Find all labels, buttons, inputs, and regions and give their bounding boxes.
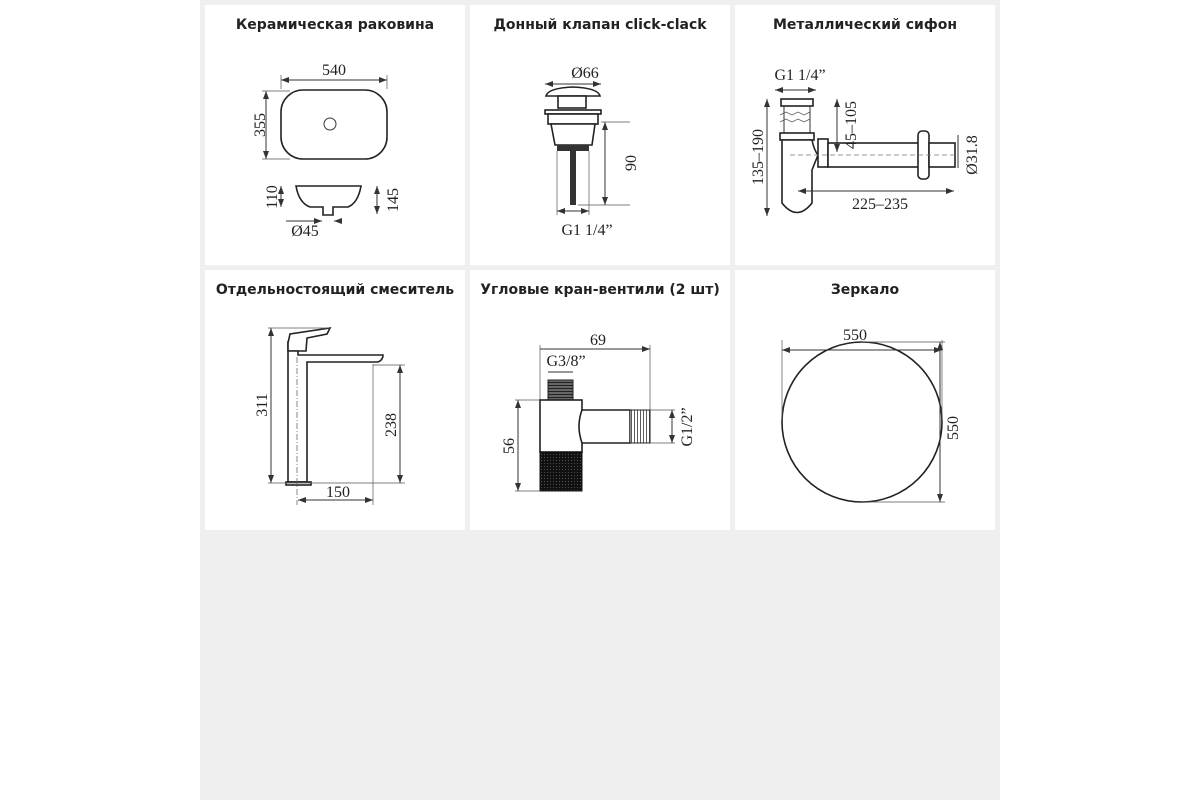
dim-reach: 150 (326, 484, 350, 501)
valve-drawing: Ø66 90 G1 1/4” (544, 65, 640, 239)
card-mirror: Зеркало 550 550 (735, 270, 995, 530)
outlet-thread (629, 409, 651, 444)
dim-height: 135–190 (750, 129, 767, 185)
mirror-circle (781, 341, 943, 503)
dim-pipe: Ø31.8 (964, 135, 981, 175)
sink-drawing: 540 355 110 145 Ø45 (252, 62, 402, 240)
sink-side-view (295, 185, 362, 216)
dim-width: 550 (843, 327, 867, 344)
siphon-drawing: G1 1/4” 135–190 45–105 Ø31.8 225–235 (750, 67, 981, 216)
dim-height: 90 (623, 155, 640, 171)
dim-height: 550 (945, 416, 962, 440)
dim-thread: G1 1/4” (774, 67, 825, 84)
dim-thread: G1 1/4” (561, 222, 612, 239)
faucet-handle (287, 326, 332, 352)
valve-cap (544, 86, 602, 97)
dim-cap: Ø66 (571, 65, 599, 82)
siphon-body (781, 139, 819, 214)
spec-sheet: Керамическая раковина 540 355 110 145 Ø4… (200, 0, 1000, 800)
card-title: Угловые кран-вентили (2 шт) (480, 282, 720, 298)
faucet-body (287, 350, 384, 483)
card-title: Металлический сифон (773, 17, 957, 33)
dim-inlet: 45–105 (843, 101, 860, 149)
drain-hole (323, 117, 337, 131)
card-title: Зеркало (830, 282, 900, 298)
sink-top-view (280, 89, 388, 160)
dim-height: 311 (254, 393, 271, 416)
faucet-drawing: 311 238 150 (254, 326, 405, 505)
card-click-clack-valve: Донный клапан click-clack Ø66 90 G1 1/4” (470, 5, 730, 265)
mirror-drawing: 550 550 (781, 327, 962, 503)
dim-outlet: G1/2” (679, 407, 696, 446)
dim-inlet: G3/8” (546, 353, 585, 370)
inlet-thread (547, 379, 574, 401)
card-metal-siphon: Металлический сифон G1 1/4” 135–190 45–1… (735, 5, 995, 265)
angle-valve-drawing: 69 G3/8” 56 G1/2” (501, 332, 696, 492)
card-ceramic-sink: Керамическая раковина 540 355 110 145 Ø4… (205, 5, 465, 265)
dim-length: 225–235 (852, 196, 908, 213)
valve-stem (570, 151, 576, 205)
card-title: Керамическая раковина (235, 17, 435, 33)
dim-width: 69 (590, 332, 606, 349)
dim-drain: Ø45 (291, 223, 319, 240)
card-angle-valves: Угловые кран-вентили (2 шт) 69 G3/8” 56 … (470, 270, 730, 530)
dim-inner-height: 110 (264, 185, 281, 208)
dim-width: 540 (322, 62, 346, 79)
dim-height: 56 (501, 438, 518, 454)
card-title: Донный клапан click-clack (493, 17, 707, 33)
card-title: Отдельностоящий смеситель (215, 282, 455, 298)
valve-body (550, 123, 596, 146)
card-faucet: Отдельностоящий смеситель 311 238 150 (205, 270, 465, 530)
dim-height: 145 (385, 188, 402, 212)
valve-knob (539, 451, 583, 492)
dim-spout-height: 238 (383, 413, 400, 437)
valve-body (539, 399, 583, 453)
dim-depth: 355 (252, 113, 269, 137)
